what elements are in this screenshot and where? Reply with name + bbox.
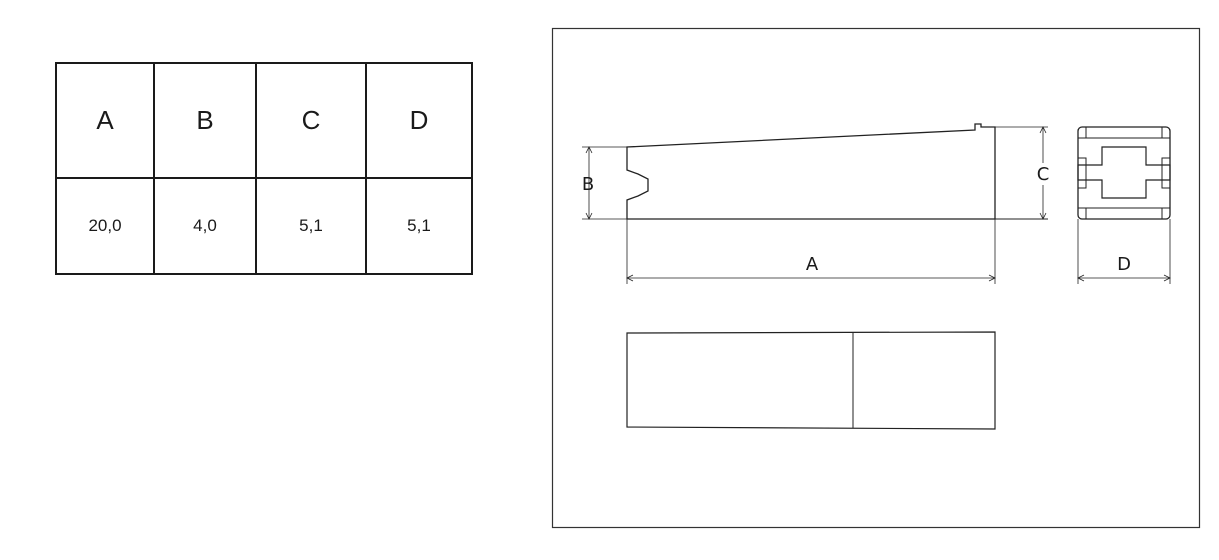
dim-b-arrow-bottom	[585, 212, 593, 220]
header-cell-c: C	[255, 62, 367, 179]
header-cell-b: B	[153, 62, 257, 179]
value-cell-d: 5,1	[365, 177, 473, 275]
dim-a-arrow-right	[988, 274, 996, 282]
dim-c-label-bg	[1034, 163, 1052, 185]
top-view-outline	[626, 331, 996, 430]
side-view-profile	[626, 123, 996, 220]
dimension-d: D	[1077, 254, 1171, 282]
value-cell-b: 4,0	[153, 177, 257, 275]
dim-d-arrow-left	[1077, 274, 1085, 282]
dimension-a: A	[626, 254, 996, 282]
dim-d-label: D	[1117, 254, 1131, 275]
header-cell-d: D	[365, 62, 473, 179]
end-view-left-groove	[1077, 157, 1087, 189]
value-cell-a: 20,0	[55, 177, 155, 275]
end-view-cavity	[1077, 146, 1171, 199]
dim-a-label: A	[806, 254, 819, 275]
dim-c-arrow-top	[1039, 126, 1047, 134]
end-view-right-groove	[1161, 157, 1171, 189]
drawing-frame	[551, 27, 1201, 529]
dim-a-arrow-left	[626, 274, 634, 282]
dim-d-arrow-right	[1163, 274, 1171, 282]
top-view	[626, 331, 996, 430]
dim-b-label: B	[582, 174, 594, 195]
value-cell-c: 5,1	[255, 177, 367, 275]
end-view	[1077, 126, 1171, 284]
end-view-outline	[1077, 126, 1171, 220]
dimension-header-row: A B C D	[55, 62, 473, 179]
dim-b-arrow-top	[585, 146, 593, 154]
dimension-b: B	[582, 146, 594, 220]
dimension-table: A B C D 20,0 4,0 5,1 5,1	[55, 62, 473, 275]
dimension-value-row: 20,0 4,0 5,1 5,1	[55, 177, 473, 275]
header-cell-a: A	[55, 62, 155, 179]
dim-c-arrow-bottom	[1039, 212, 1047, 220]
side-view	[582, 123, 1048, 284]
dim-c-label: C	[1037, 164, 1050, 185]
dimension-c: C	[1034, 126, 1052, 220]
